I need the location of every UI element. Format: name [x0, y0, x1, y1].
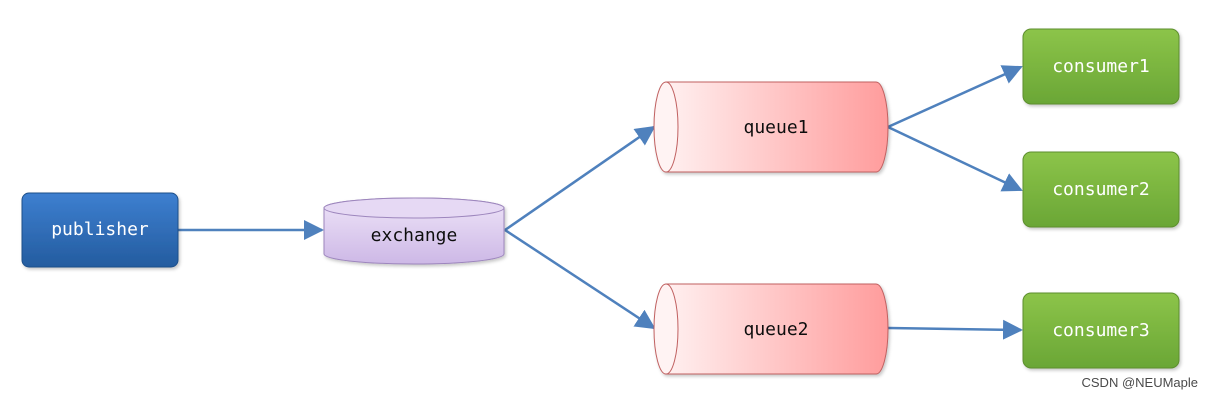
queue2-body — [665, 283, 889, 375]
edges — [178, 65, 1023, 340]
consumer2-node[interactable]: consumer2 — [1022, 151, 1180, 228]
exchange-top — [323, 197, 505, 219]
consumer1-box — [1022, 28, 1180, 105]
edge-queue1-consumer1 — [887, 65, 1023, 129]
queue1-node[interactable]: queue1 — [653, 81, 889, 173]
edge-exchange-queue1 — [504, 125, 656, 232]
consumer3-box — [1022, 292, 1180, 369]
publisher-label: publisher — [51, 219, 149, 240]
watermark-text: CSDN @NEUMaple — [1081, 375, 1199, 390]
edge-exchange-queue2 — [504, 228, 656, 330]
queue2-node[interactable]: queue2 — [653, 283, 889, 375]
queue1-body — [665, 81, 889, 173]
queue1-left-cap — [653, 81, 679, 173]
edge-queue1-consumer2 — [887, 125, 1023, 192]
queue2-label: queue2 — [743, 319, 808, 340]
edge-queue2-consumer3 — [887, 319, 1023, 340]
consumer3-label: consumer3 — [1052, 320, 1150, 341]
exchange-label: exchange — [371, 225, 458, 246]
consumer1-label: consumer1 — [1052, 56, 1150, 77]
exchange-node[interactable]: exchange — [323, 197, 505, 265]
publisher-node[interactable]: publisher — [21, 192, 179, 268]
consumer1-node[interactable]: consumer1 — [1022, 28, 1180, 105]
consumer2-box — [1022, 151, 1180, 228]
consumer2-label: consumer2 — [1052, 179, 1150, 200]
publisher-box — [21, 192, 179, 268]
queue2-left-cap — [653, 283, 679, 375]
queue1-label: queue1 — [743, 117, 808, 138]
consumer3-node[interactable]: consumer3 — [1022, 292, 1180, 369]
